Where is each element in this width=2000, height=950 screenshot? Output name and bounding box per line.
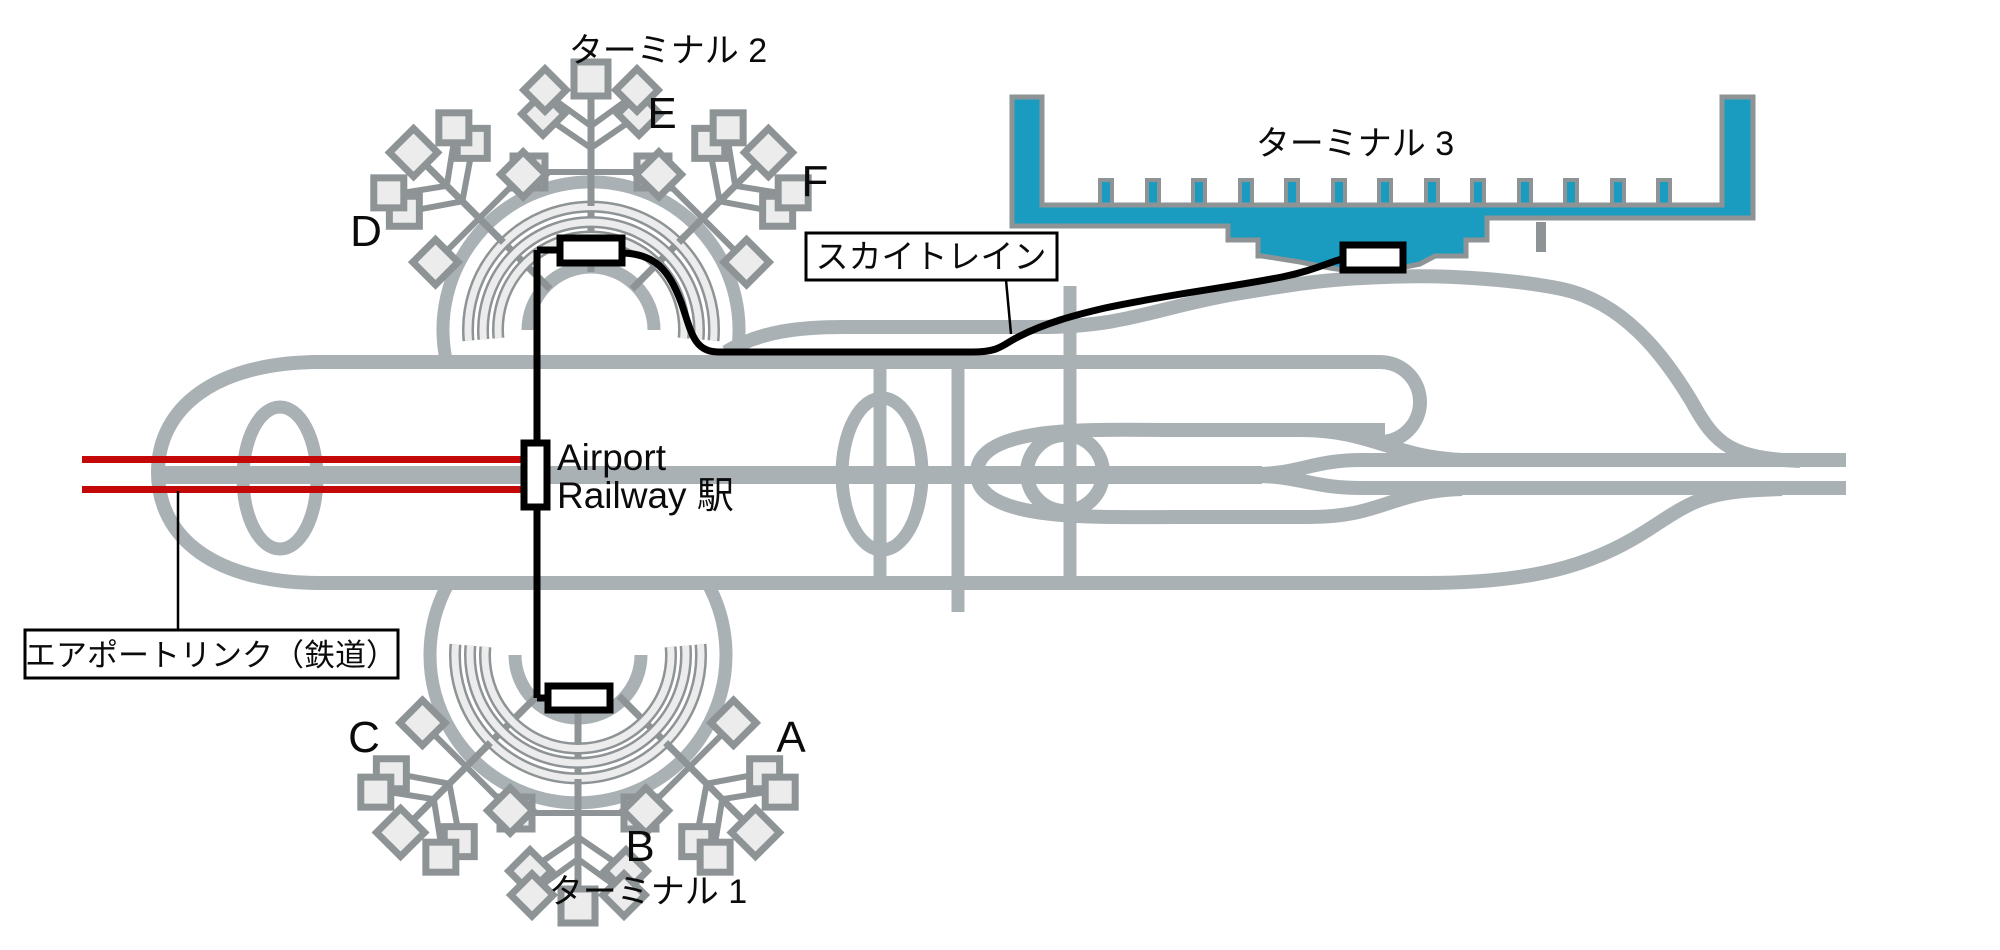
callouts: スカイトレイン エアポートリンク（鉄道） — [23, 231, 1059, 680]
airport-link-callout-box — [23, 628, 400, 680]
road-corridor-bar-bottom — [1254, 469, 1846, 495]
concourse-b-label: B — [625, 822, 654, 871]
concourse-a-label: A — [776, 713, 806, 762]
airport-railway-label-line2: Railway 駅 — [557, 475, 734, 516]
road-top — [310, 355, 1427, 449]
concourse-d-label: D — [350, 207, 382, 256]
stations — [520, 234, 1407, 714]
skytrain-leader-line — [1004, 279, 1013, 335]
road-bottom — [320, 482, 1783, 590]
airport-link-line — [82, 456, 524, 493]
terminal3-label: ターミナル 3 — [1256, 125, 1454, 163]
labels: ターミナル 2 ターミナル 3 ターミナル 1 D E F C A B Airp… — [348, 32, 1454, 911]
terminal3-station-marker — [1339, 241, 1407, 274]
airport-railway-label-line1: Airport — [557, 437, 667, 478]
terminal1-label: ターミナル 1 — [549, 873, 747, 911]
terminal1-complex — [333, 643, 822, 923]
terminal2-complex — [346, 62, 835, 342]
terminal1-station-marker — [544, 682, 614, 714]
concourse-c-label: C — [348, 713, 380, 762]
terminal3-stub — [1536, 222, 1546, 252]
road-middle-oval — [835, 391, 929, 557]
concourse-f-label: F — [802, 157, 829, 206]
airport-railway-station-marker — [520, 439, 551, 511]
concourse-e-label: E — [647, 89, 676, 138]
skytrain-callout-label: スカイトレイン — [816, 238, 1047, 275]
road-roundabout — [1020, 428, 1110, 518]
terminal2-station-marker — [556, 234, 626, 267]
skytrain-callout-box — [804, 231, 1059, 282]
road-t2-inner — [521, 260, 661, 331]
terminal2-label: ターミナル 2 — [569, 32, 767, 70]
airport-link-callout-label: エアポートリンク（鉄道） — [25, 638, 397, 673]
